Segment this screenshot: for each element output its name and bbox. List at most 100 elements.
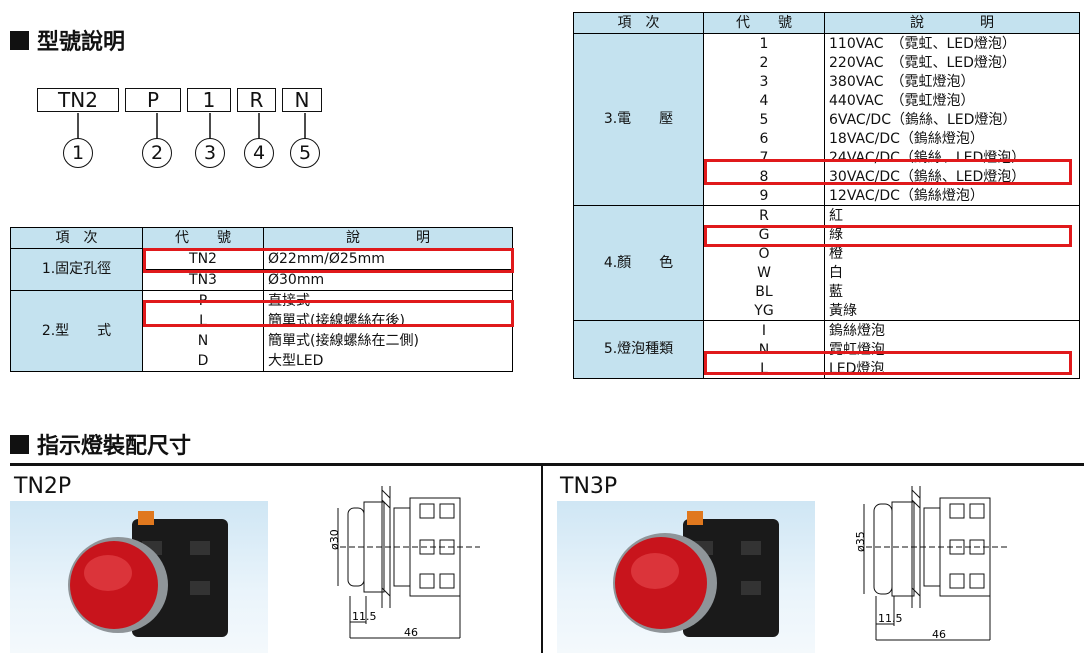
code-box-voltage: 1 [187,88,231,112]
cell-desc: 440VAC （霓虹燈泡） [824,91,1080,110]
cell-code: D [142,351,264,372]
left-spec-table: 項 次 代 號 說 明 1.固定孔徑 TN2 Ø22mm/Ø25mm TN3 Ø… [10,227,513,372]
cell-desc: 12VAC/DC（鎢絲燈泡） [824,186,1080,206]
mount-section-title: 指示燈裝配尺寸 [10,428,191,460]
circle-number-2: 2 [142,138,172,168]
cell-code: N [142,331,264,351]
table-row: TN3 Ø30mm [11,269,513,291]
group-label: 3.電 壓 [573,33,704,206]
cell-desc: 380VAC （霓虹燈泡） [824,72,1080,91]
cell-code: 3 [703,72,825,91]
circle-number-1: 1 [63,138,93,168]
section-square-icon [10,434,29,454]
header-desc: 說 明 [824,12,1080,34]
table-row: D 大型LED [11,351,513,372]
section-square-icon [10,30,29,50]
cell-desc: 220VAC （霓虹、LED燈泡） [824,53,1080,72]
dim-diameter: ø35 [854,531,867,552]
dimension-drawing-tn2p: ø30 11.5 46 [328,486,480,639]
code-connector-lines [77,113,306,140]
dimension-drawing-tn3p: ø35 11.5 46 [854,486,1010,641]
circle-number-3: 3 [195,138,225,168]
cell-code: R [703,205,825,225]
model-title-text: 型號說明 [37,30,126,55]
header-item: 項 次 [573,12,704,34]
cell-code: 1 [703,33,825,53]
cell-code: TN3 [142,269,264,291]
header-desc: 說 明 [263,227,513,249]
cell-code: 9 [703,186,825,206]
highlight-tn2 [143,248,514,273]
cell-desc: 紅 [824,205,1080,225]
cell-code: YG [703,301,825,321]
code-box-type: P [125,88,181,112]
cell-desc: 綠 [824,225,1080,244]
table-row: 1.固定孔徑 TN2 Ø22mm/Ø25mm [10,248,513,291]
highlight-p [143,300,514,327]
product-title-tn3p: TN3P [560,474,618,499]
cell-desc: 簡單式(接線螺絲在二側) [263,331,513,351]
highlight-color-r [704,225,1072,247]
group-label: 5.燈泡種類 [573,320,704,379]
cell-desc: 110VAC （霓虹、LED燈泡） [824,33,1080,53]
code-box-color: R [237,88,276,112]
code-box-bulb: N [282,88,322,112]
highlight-bulb-i [704,351,1072,375]
dim-diameter: ø30 [328,529,341,550]
circle-number-5: 5 [290,138,320,168]
product-photo-tn3p [557,501,815,653]
cell-code: 2 [703,53,825,72]
cell-code: BL [703,282,825,301]
cell-desc: 白 [824,263,1080,282]
mount-title-text: 指示燈裝配尺寸 [37,434,192,459]
dim-depth: 46 [404,626,418,639]
column-divider [541,466,543,653]
cell-desc: 18VAC/DC（鎢絲燈泡） [824,129,1080,148]
cell-desc: 橙 [824,244,1080,263]
indicator-lamp-icon [68,511,228,637]
cell-code: W [703,263,825,282]
cell-desc: 6VAC/DC（鎢絲、LED燈泡） [824,110,1080,129]
group-label: 4.顏 色 [573,205,704,321]
cell-code: 4 [703,91,825,110]
model-code-row: TN2 P 1 R N [37,88,322,112]
cell-desc: 大型LED [263,351,513,372]
cell-code: 6 [703,129,825,148]
group-label-type: 2.型 式 [10,290,143,372]
group-label-hole: 1.固定孔徑 [10,248,143,291]
code-box-series: TN2 [37,88,119,112]
cell-desc: 30VAC/DC（鎢絲、LED燈泡） [824,167,1080,186]
circle-number-4: 4 [244,138,274,168]
model-section-title: 型號說明 [10,24,125,56]
dim-depth: 46 [932,628,946,641]
indicator-lamp-icon [613,511,779,637]
header-code: 代 號 [703,12,825,34]
header-code: 代 號 [142,227,264,249]
product-title-tn2p: TN2P [14,474,72,499]
dim-front: 11.5 [352,610,377,623]
product-photo-tn2p [10,501,268,653]
section-divider [10,463,1084,466]
cell-code: 5 [703,110,825,129]
dim-front: 11.5 [878,612,903,625]
table-row: N 簡單式(接線螺絲在二側) [11,331,513,351]
highlight-voltage-7 [704,159,1072,185]
cell-desc: 黃綠 [824,301,1080,321]
cell-desc: 藍 [824,282,1080,301]
header-item: 項 次 [10,227,143,249]
